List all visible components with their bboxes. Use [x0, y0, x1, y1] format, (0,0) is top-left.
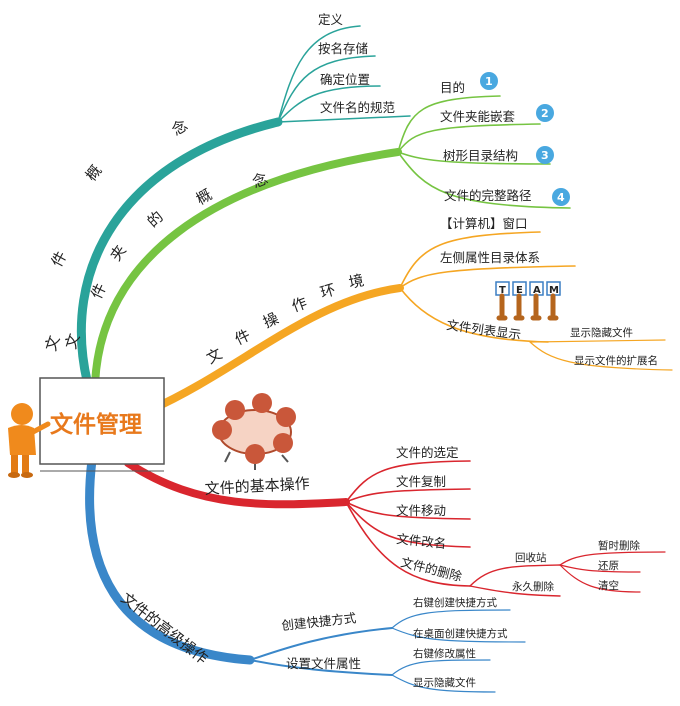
delete-item-1: 永久删除 [512, 580, 554, 593]
folder-label: 文 件 夹 的 概 念 [62, 169, 271, 351]
badge-4: 4 [557, 191, 565, 204]
svg-text:境: 境 [347, 271, 365, 292]
recycle-item-0: 暂时删除 [598, 539, 640, 552]
env-item-2: 文件列表显示 [446, 317, 522, 342]
advanced-label: 文件的高级操作 [118, 589, 212, 668]
team-letter-t: T [499, 285, 506, 296]
folder-item-3: 文件的完整路径 [444, 188, 532, 203]
folder-item-0: 目的 [440, 80, 465, 95]
svg-text:概: 概 [193, 185, 215, 208]
env-label: 文 件 操 作 环 境 [203, 271, 365, 367]
folder-item-2: 树形目录结构 [443, 148, 518, 163]
concept-item-0: 定义 [318, 12, 344, 27]
svg-text:件: 件 [232, 326, 253, 349]
shortcut-label: 创建快捷方式 [281, 610, 358, 633]
svg-text:夹: 夹 [107, 242, 130, 265]
env-list-item-0: 显示隐藏文件 [570, 326, 633, 339]
folder-item-1: 文件夹能嵌套 [440, 109, 516, 124]
recycle-item-1: 还原 [598, 560, 619, 572]
basic-item-2: 文件移动 [396, 503, 446, 518]
svg-text:概: 概 [82, 162, 105, 185]
central-node[interactable]: 文件管理 [39, 377, 165, 472]
branch-env: 【计算机】窗口 左侧属性目录体系 文件列表显示 显示隐藏文件 显示文件的扩展名 … [146, 216, 673, 414]
svg-text:文: 文 [42, 333, 64, 353]
env-list-item-1: 显示文件的扩展名 [574, 354, 658, 367]
meeting-table-icon [212, 393, 296, 470]
attr-label: 设置文件属性 [286, 656, 361, 671]
badge-3: 3 [541, 149, 549, 162]
central-title: 文件管理 [50, 411, 142, 438]
svg-text:文: 文 [203, 345, 225, 368]
svg-text:件: 件 [48, 248, 71, 270]
basic-item-0: 文件的选定 [396, 445, 459, 460]
svg-text:念: 念 [169, 116, 191, 139]
shortcut-item-1: 在桌面创建快捷方式 [413, 627, 508, 640]
attr-item-0: 右键修改属性 [413, 647, 476, 660]
presenter-person-icon [8, 403, 51, 478]
basic-item-4: 文件的删除 [399, 554, 464, 584]
branch-basic: 文件的选定 文件复制 文件移动 文件改名 文件的删除 回收站 永久删除 暂时删除… [124, 445, 666, 597]
shortcut-item-0: 右键创建快捷方式 [413, 596, 497, 609]
svg-text:念: 念 [250, 169, 271, 191]
branch-folder: 目的 文件夹能嵌套 树形目录结构 文件的完整路径 1 2 3 4 文 件 夹 的… [62, 72, 571, 389]
basic-item-1: 文件复制 [396, 474, 446, 489]
svg-text:操: 操 [260, 309, 281, 332]
svg-text:文: 文 [62, 331, 84, 351]
branch-concept: 定义 按名存储 确定位置 文件名的规范 件 概 念 文 [42, 12, 411, 390]
attr-item-1: 显示隐藏文件 [413, 676, 476, 689]
concept-item-2: 确定位置 [320, 72, 370, 87]
svg-text:作: 作 [289, 294, 309, 316]
basic-item-3: 文件改名 [396, 531, 447, 551]
svg-text:件: 件 [87, 280, 110, 301]
badge-1: 1 [485, 75, 493, 88]
basic-label: 文件的基本操作 [204, 475, 310, 498]
team-letter-a: A [533, 285, 541, 296]
delete-item-0: 回收站 [515, 551, 547, 564]
recycle-item-2: 清空 [598, 579, 619, 592]
concept-item-1: 按名存储 [318, 41, 368, 56]
team-people-icon: T E A M [495, 281, 561, 321]
svg-text:环: 环 [318, 280, 337, 301]
env-item-0: 【计算机】窗口 [440, 216, 528, 231]
svg-text:的: 的 [144, 208, 167, 231]
badge-2: 2 [541, 107, 549, 120]
team-letter-e: E [516, 285, 523, 296]
concept-label: 件 概 念 文 [42, 116, 191, 353]
env-item-1: 左侧属性目录体系 [440, 250, 540, 265]
folder-badges: 1 2 3 4 [480, 72, 570, 206]
concept-item-3: 文件名的规范 [320, 100, 395, 115]
team-letter-m: M [549, 285, 559, 296]
